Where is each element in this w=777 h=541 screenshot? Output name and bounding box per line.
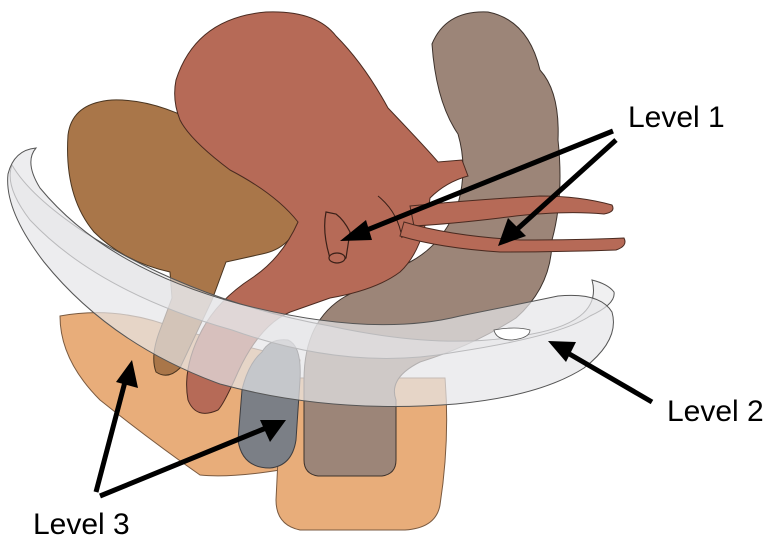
- level-3-label: Level 3: [33, 510, 130, 540]
- level-2-label: Level 2: [667, 397, 764, 427]
- cervix-opening: [329, 253, 345, 263]
- level-1-label: Level 1: [628, 103, 725, 133]
